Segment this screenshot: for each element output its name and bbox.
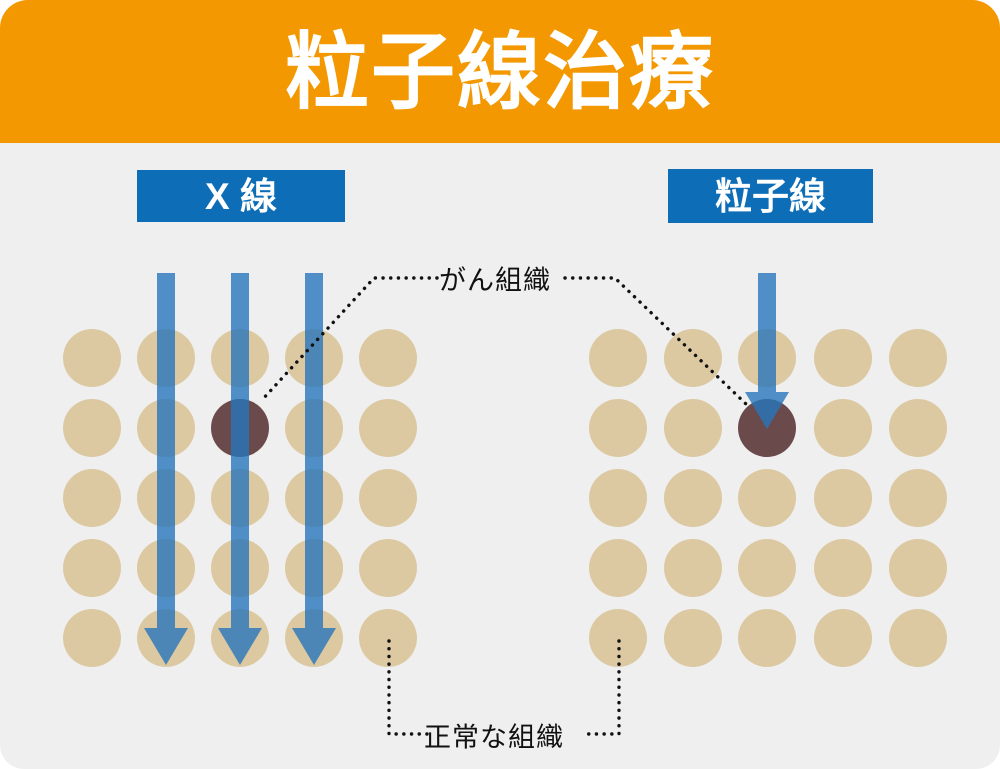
- normal-cell: [359, 539, 417, 597]
- normal-cell: [63, 469, 121, 527]
- normal-leader-left: [387, 639, 432, 736]
- normal-cell: [359, 399, 417, 457]
- normal-cell: [589, 399, 647, 457]
- xray-tag: X 線: [137, 170, 345, 222]
- cancer-leader-right: [563, 276, 748, 406]
- normal-cell: [664, 609, 722, 667]
- normal-cell: [589, 329, 647, 387]
- normal-cell: [814, 399, 872, 457]
- normal-cell: [738, 609, 796, 667]
- normal-cell: [889, 469, 947, 527]
- normal-cell: [359, 469, 417, 527]
- normal-cell: [664, 329, 722, 387]
- normal-tissue-label: 正常な組織: [424, 722, 564, 753]
- normal-cell: [814, 469, 872, 527]
- normal-cell: [738, 469, 796, 527]
- normal-cell: [359, 609, 417, 667]
- normal-cell: [589, 469, 647, 527]
- normal-cell: [889, 539, 947, 597]
- page-title: 粒子線治療: [284, 24, 715, 119]
- normal-cell: [589, 539, 647, 597]
- normal-cell: [814, 539, 872, 597]
- normal-cell: [664, 539, 722, 597]
- normal-cell: [889, 609, 947, 667]
- header-banner: 粒子線治療: [0, 0, 1000, 143]
- normal-cell: [664, 399, 722, 457]
- cancer-tissue-label: がん組織: [439, 265, 551, 296]
- normal-leader-right: [580, 639, 621, 736]
- normal-cell: [889, 399, 947, 457]
- beam-arrow-icon: [745, 273, 789, 429]
- beam-arrow-icon: [218, 273, 262, 665]
- cancer-leader-left: [260, 276, 439, 402]
- normal-cell: [63, 539, 121, 597]
- normal-cell: [814, 329, 872, 387]
- particle-beam-tag: 粒子線: [668, 169, 873, 223]
- normal-cell: [889, 329, 947, 387]
- normal-cell: [738, 539, 796, 597]
- normal-cell: [63, 329, 121, 387]
- normal-cell: [589, 609, 647, 667]
- beam-arrow-icon: [292, 273, 336, 665]
- normal-cell: [63, 609, 121, 667]
- normal-cell: [664, 469, 722, 527]
- normal-cell: [814, 609, 872, 667]
- beam-arrow-icon: [144, 273, 188, 665]
- normal-cell: [359, 329, 417, 387]
- normal-cell: [63, 399, 121, 457]
